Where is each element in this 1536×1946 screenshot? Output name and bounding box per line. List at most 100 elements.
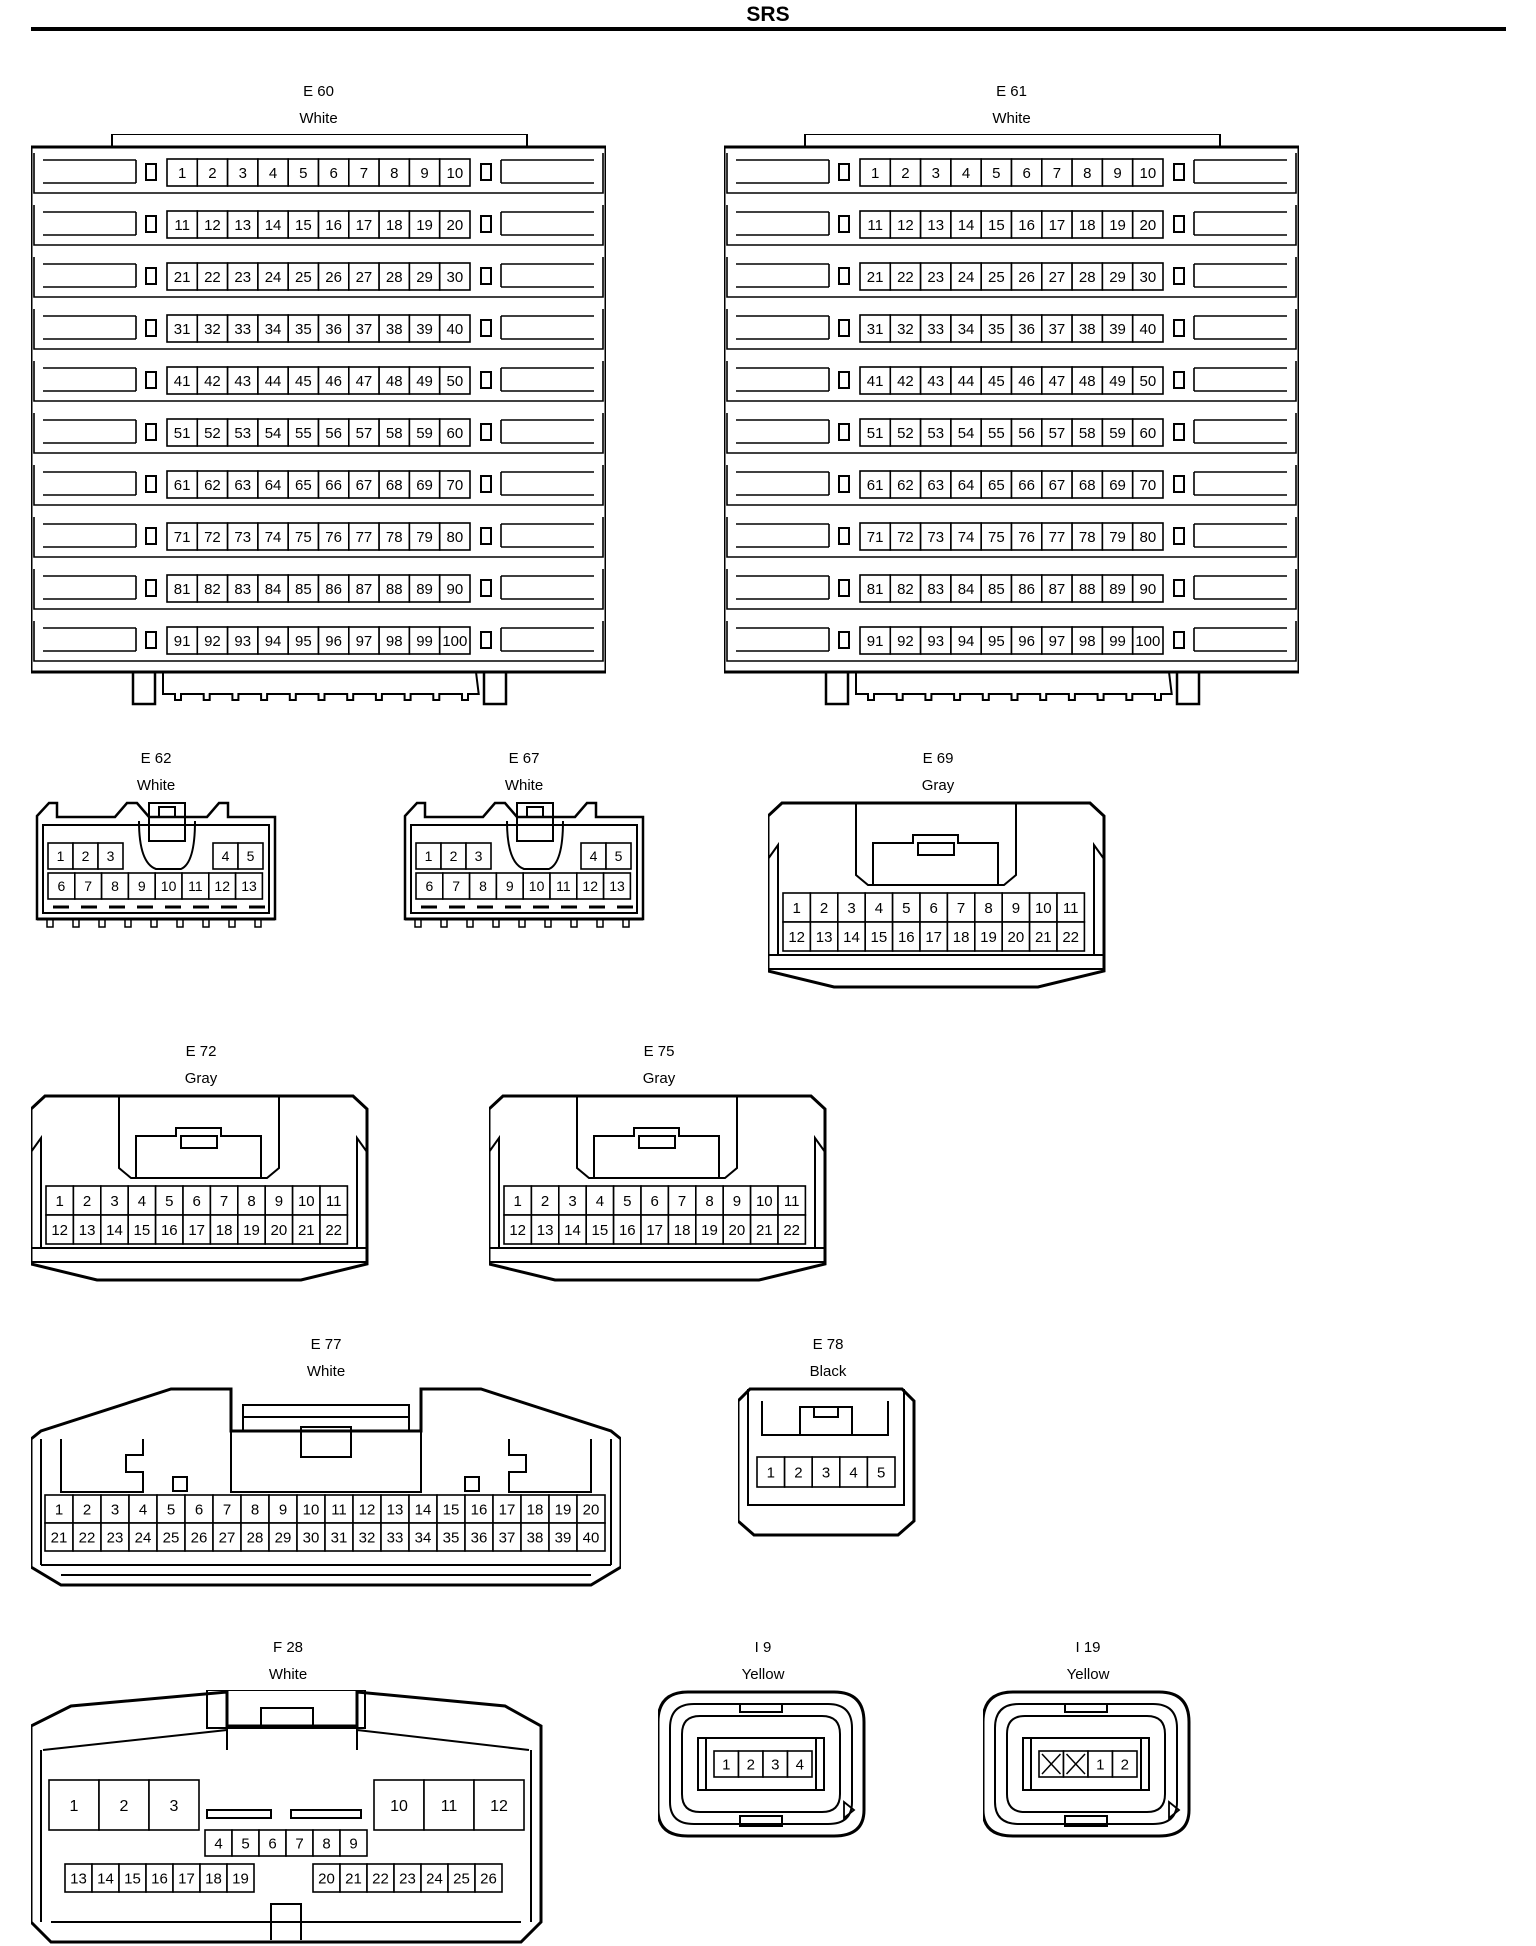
pin-cell: [408, 470, 441, 499]
pin-label: 8: [251, 1501, 259, 1518]
connector-outline: [872, 834, 999, 885]
pin-label: 1: [57, 848, 65, 864]
pin-label: 2: [794, 1464, 802, 1481]
pin-label: 52: [897, 425, 914, 442]
pin-cell: [1131, 470, 1164, 499]
pin-cell: [226, 418, 259, 447]
connector-id: E 60: [303, 83, 334, 100]
connector-outline: [622, 918, 630, 928]
pin-cell: [492, 1494, 522, 1524]
connector-outline: [135, 1127, 262, 1178]
pin-label: 9: [275, 1193, 283, 1210]
pin-label: 5: [247, 848, 255, 864]
pin-label: 17: [178, 1870, 195, 1887]
pin-label: 19: [555, 1501, 572, 1518]
pin-cell: [1010, 262, 1043, 291]
pin-label: 9: [138, 878, 146, 894]
pin-label: 48: [386, 373, 403, 390]
pin-cell: [196, 158, 229, 187]
pin-cell: [438, 470, 471, 499]
pin-label: 5: [992, 165, 1000, 182]
connector-outline: [1064, 1703, 1108, 1713]
pin-label: 2: [82, 848, 90, 864]
pin-label: 25: [295, 269, 312, 286]
connector-outline: [838, 631, 850, 649]
pin-cell: [811, 1456, 841, 1488]
pin-cell: [378, 158, 411, 187]
pin-cell: [196, 262, 229, 291]
pin-cell: [98, 1779, 150, 1831]
pin-label: 24: [135, 1529, 152, 1546]
pin-label: 87: [356, 581, 373, 598]
connector-color: White: [992, 110, 1031, 127]
pin-label: 2: [83, 1501, 91, 1518]
pin-cell: [100, 1494, 130, 1524]
pin-cell: [72, 1522, 102, 1552]
pin-label: 61: [174, 477, 191, 494]
pin-label: 36: [1018, 321, 1035, 338]
pin-label: 10: [447, 165, 464, 182]
pin-label: 8: [984, 900, 992, 917]
pin-label: 14: [843, 929, 860, 946]
pin-label: 32: [897, 321, 914, 338]
pin-label: 32: [204, 321, 221, 338]
connector-outline: [838, 163, 850, 181]
pin-cell: [45, 1185, 75, 1216]
pin-label: 56: [1018, 425, 1035, 442]
pin-label: 6: [426, 878, 434, 894]
pin-label: 9: [506, 878, 514, 894]
pin-cell: [864, 892, 894, 923]
pin-label: 27: [356, 269, 373, 286]
pin-label: 34: [415, 1529, 432, 1546]
pin-label: 9: [1012, 900, 1020, 917]
pin-label: 6: [1022, 165, 1030, 182]
connector-color: Gray: [642, 1070, 676, 1087]
pin-label: 12: [490, 1798, 508, 1815]
pin-label: 75: [988, 529, 1005, 546]
connector-outline: [480, 371, 492, 389]
pin-cell: [859, 210, 892, 239]
pin-label: 31: [867, 321, 884, 338]
pin-cell: [522, 872, 551, 900]
pin-label: 51: [867, 425, 884, 442]
pin-label: 4: [269, 165, 277, 182]
pin-cell: [72, 1214, 102, 1245]
pin-label: 32: [359, 1529, 376, 1546]
connector-outline: [111, 134, 528, 147]
pin-label: 8: [247, 1193, 255, 1210]
pin-cell: [465, 842, 492, 870]
connector-outline: [290, 1809, 362, 1819]
pin-cell: [100, 1214, 130, 1245]
pin-label: 7: [1053, 165, 1061, 182]
pin-cell: [919, 262, 952, 291]
pin-label: 33: [927, 321, 944, 338]
pin-label: 46: [325, 373, 342, 390]
pin-label: 13: [79, 1222, 96, 1239]
pin-cell: [128, 1522, 158, 1552]
pin-label: 18: [216, 1222, 233, 1239]
pin-label: 11: [331, 1501, 347, 1518]
connector-outline: [726, 309, 1297, 350]
connector-id: E 72: [185, 1043, 217, 1060]
pin-label: 4: [590, 848, 598, 864]
pin-cell: [226, 522, 259, 551]
pin-label: 97: [356, 633, 373, 650]
pin-label: 68: [1079, 477, 1096, 494]
pin-label: 43: [927, 373, 944, 390]
pin-cell: [980, 158, 1013, 187]
pin-label: 9: [279, 1501, 287, 1518]
pin-cell: [48, 1779, 100, 1831]
pin-cell: [809, 921, 839, 952]
pin-cell: [919, 366, 952, 395]
connector-outline: [31, 145, 606, 674]
pin-label: 14: [564, 1222, 581, 1239]
pin-label: 5: [623, 1193, 631, 1210]
pin-cell: [1131, 262, 1164, 291]
connector-outline: [838, 475, 850, 493]
pin-label: 21: [345, 1870, 362, 1887]
pin-cell: [257, 314, 289, 343]
pin-label: 98: [1079, 633, 1096, 650]
